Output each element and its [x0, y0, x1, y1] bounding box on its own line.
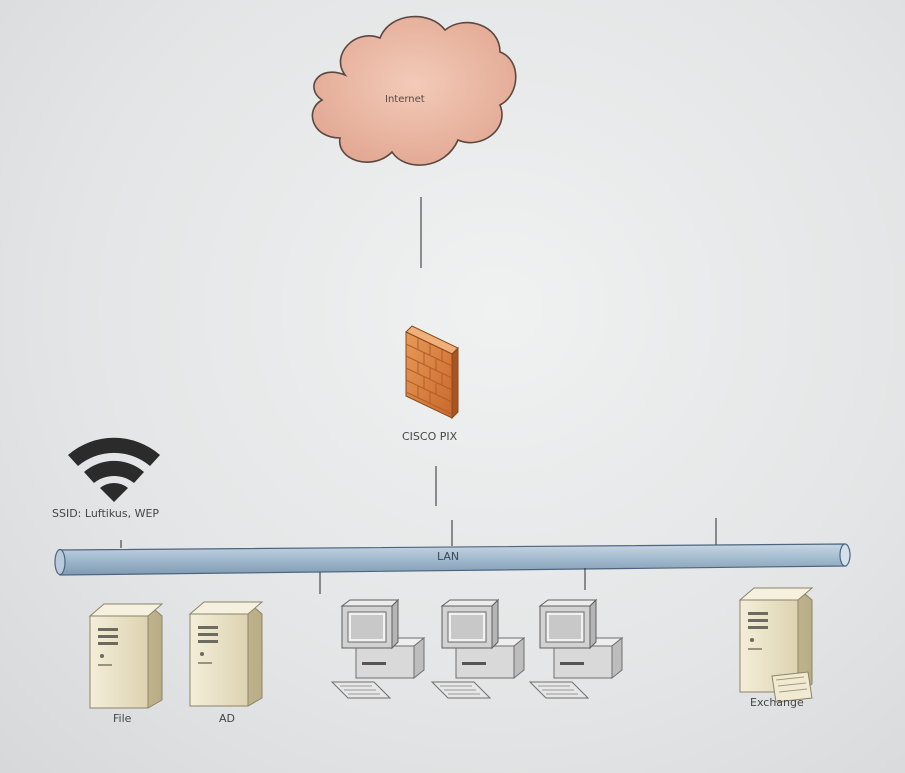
- workstation-icon: [331, 599, 425, 699]
- firewall-label: CISCO PIX: [402, 430, 458, 443]
- workstation-icon: [431, 599, 525, 699]
- exchange-server-icon: [739, 587, 813, 703]
- firewall-icon: [405, 325, 459, 420]
- internet-label: Internet: [385, 94, 425, 105]
- wifi-icon: [68, 437, 160, 502]
- file-server-label: File: [113, 712, 132, 725]
- ad-server-label: AD: [219, 712, 235, 725]
- exchange-server-label: Exchange: [750, 696, 804, 709]
- cloud-icon: [311, 15, 517, 166]
- lan-bus: [54, 543, 851, 576]
- server-icon: [189, 601, 263, 707]
- server-icon: [89, 603, 163, 709]
- lan-label: LAN: [437, 550, 460, 563]
- wifi-ssid-label: SSID: Luftikus, WEP: [52, 507, 160, 520]
- workstation-icon: [529, 599, 623, 699]
